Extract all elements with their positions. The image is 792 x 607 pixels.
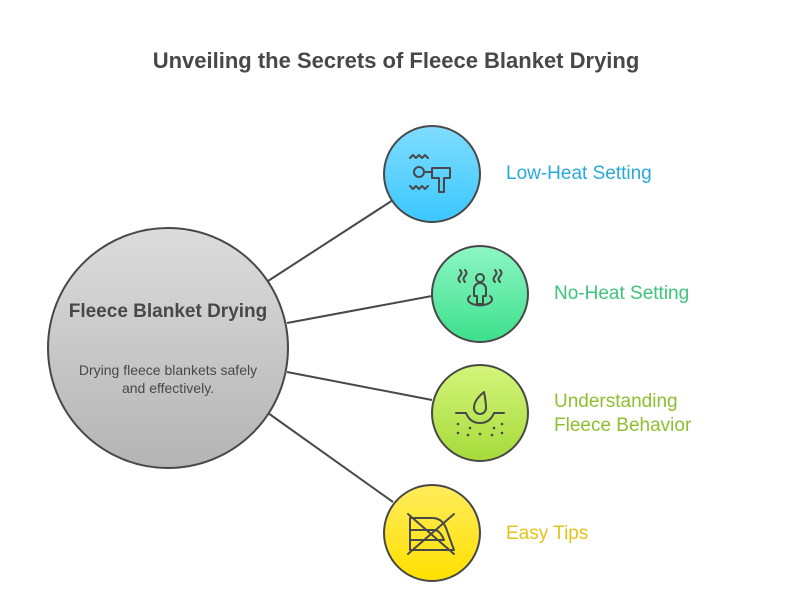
- connectors: [267, 199, 433, 503]
- center-circle: [47, 227, 289, 469]
- connector-line: [267, 412, 394, 503]
- branch-label-low-heat: Low-Heat Setting: [506, 163, 652, 184]
- no-iron-icon: [407, 513, 455, 555]
- branch-label-easy-tips: Easy Tips: [506, 523, 589, 544]
- hair-dryer-icon: [409, 154, 451, 193]
- connector-line: [267, 199, 394, 282]
- center-title: Fleece Blanket Drying: [68, 301, 268, 322]
- branch-circle-no-heat: [431, 245, 529, 343]
- connector-line: [286, 295, 433, 324]
- drop-absorption-icon: [455, 391, 505, 424]
- soil-dots: [456, 422, 504, 437]
- center-description: Drying fleece blankets safely and effect…: [78, 362, 258, 396]
- page-title: Unveiling the Secrets of Fleece Blanket …: [152, 48, 640, 73]
- connector-line: [286, 371, 433, 401]
- person-steam-icon: [457, 269, 503, 307]
- branch-label-no-heat: No-Heat Setting: [554, 283, 690, 304]
- branch-label-fleece-behavior: Understanding Fleece Behavior: [554, 391, 692, 436]
